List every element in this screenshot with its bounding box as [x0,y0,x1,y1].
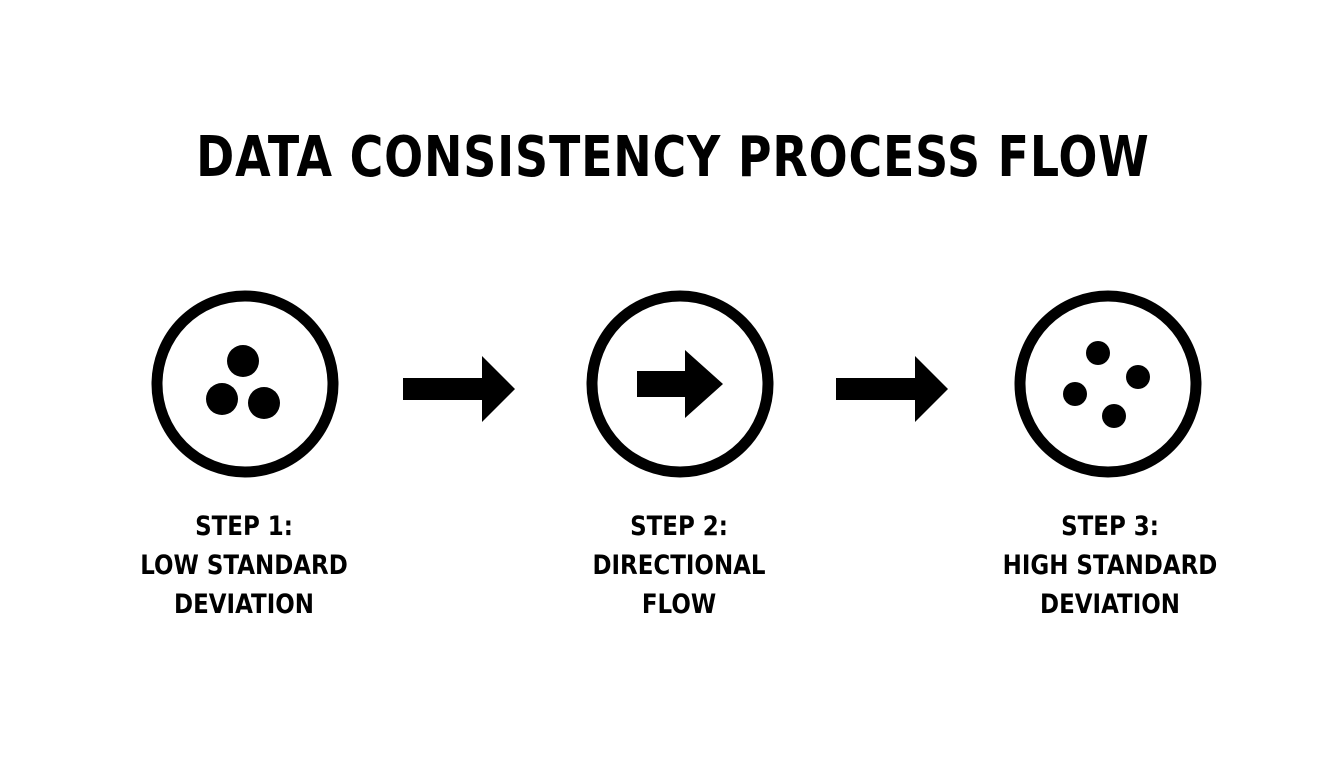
step-1-number: STEP 1: [195,511,293,542]
step-1-node [151,290,339,478]
right-arrow-icon [637,350,723,418]
step-3-node [1014,290,1202,478]
step-2-number: STEP 2: [630,511,728,542]
step-1-name-line-2: DEVIATION [174,589,314,620]
step-3-name-line-2: DEVIATION [1040,589,1180,620]
right-arrow-icon [836,356,948,422]
diagram-title: DATA CONSISTENCY PROCESS FLOW [196,125,1150,190]
step-2-circle [586,290,774,478]
step-3-circle [1014,290,1202,478]
step-3-label: STEP 3: HIGH STANDARD DEVIATION [983,507,1238,624]
clustered-dots-icon [206,345,280,419]
step-1-circle [151,290,339,478]
step-2-label: STEP 2: DIRECTIONAL FLOW [552,507,807,624]
step-3-number: STEP 3: [1061,511,1159,542]
step-2-node [586,290,774,478]
connector-arrow-2 [836,356,948,422]
right-arrow-icon [403,356,515,422]
step-2-name-line-1: DIRECTIONAL [592,550,766,581]
step-1-name-line-1: LOW STANDARD [140,550,348,581]
step-2-name-line-2: FLOW [641,589,717,620]
step-1-label: STEP 1: LOW STANDARD DEVIATION [117,507,372,624]
step-3-name-line-1: HIGH STANDARD [1002,550,1218,581]
connector-arrow-1 [403,356,515,422]
scattered-dots-icon [1063,341,1150,428]
